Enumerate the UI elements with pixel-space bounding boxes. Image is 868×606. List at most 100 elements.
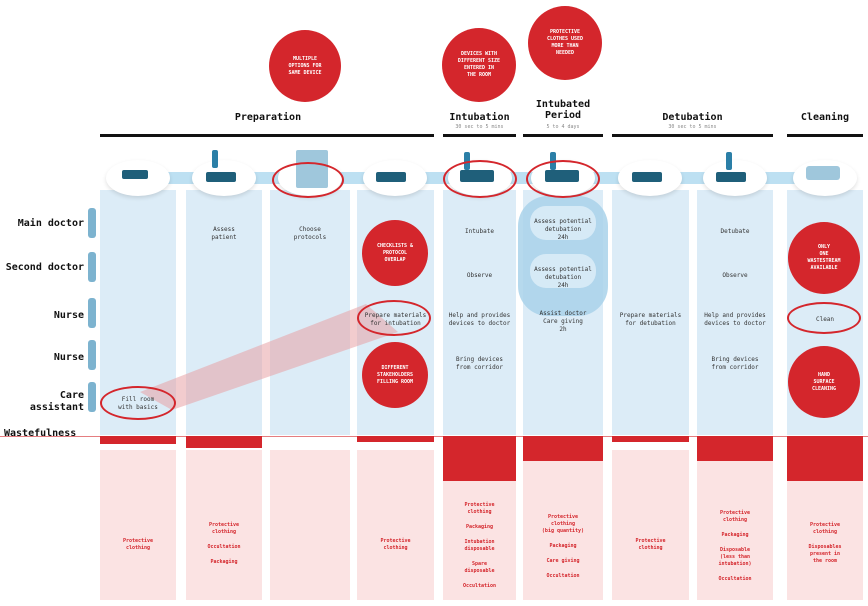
role-label: Second doctor bbox=[5, 262, 84, 273]
waste-column-bg bbox=[100, 450, 176, 600]
waste-bar-col5 bbox=[443, 436, 516, 481]
column-bg bbox=[270, 190, 350, 435]
task-prepare-materials-detubation: Prepare materials for detubation bbox=[619, 312, 682, 327]
task-choose-protocols: Choose protocols bbox=[293, 226, 327, 241]
task-assess-patient: Assess patient bbox=[211, 226, 237, 241]
column-bg bbox=[697, 190, 773, 435]
column-bg bbox=[443, 190, 516, 435]
phase-title-intubation: Intubation bbox=[449, 112, 510, 123]
waste-bar-col8 bbox=[697, 436, 773, 461]
waste-item: Protective clothing bbox=[380, 538, 411, 551]
waste-item: Intubation disposable bbox=[464, 539, 495, 552]
highlight-ring bbox=[272, 162, 344, 198]
duration-capsule-inner bbox=[530, 206, 596, 240]
role-label: Care assistant bbox=[29, 390, 84, 413]
waste-item: Protective clothing bbox=[208, 522, 240, 535]
waste-item: Care giving bbox=[546, 558, 580, 564]
issue-bubble-devices-size: DEVICES WITH DIFFERENT SIZE ENTERED IN T… bbox=[442, 28, 516, 102]
waste-list-col9: Protective clothing Disposables present … bbox=[787, 522, 863, 573]
waste-item: Packaging bbox=[210, 559, 238, 565]
task-help-devices-intubation: Help and provides devices to doctor bbox=[448, 312, 511, 327]
waste-item: Occultation bbox=[718, 576, 752, 582]
waste-item: Disposables present in the room bbox=[808, 544, 842, 564]
task-observe-detubation: Observe bbox=[722, 272, 748, 279]
task-assist-doctor: Assist doctor Care giving 2h bbox=[539, 310, 587, 333]
task-intubate: Intubate bbox=[465, 228, 494, 235]
waste-item: Protective clothing bbox=[635, 538, 666, 551]
highlight-ring bbox=[526, 160, 600, 198]
issue-bubble-multiple-options: MULTIPLE OPTIONS FOR SAME DEVICE bbox=[269, 30, 341, 102]
staff-figure-icon bbox=[88, 252, 96, 282]
task-observe-intubation: Observe bbox=[466, 272, 493, 279]
column-bg bbox=[612, 190, 689, 435]
waste-bar-col6 bbox=[523, 436, 603, 461]
duration-capsule-inner bbox=[530, 254, 596, 288]
waste-item: Occultation bbox=[462, 583, 497, 589]
task-detubate: Detubate bbox=[720, 228, 750, 235]
task-bring-devices-detubation: Bring devices from corridor bbox=[711, 356, 759, 371]
task-help-devices-detubation: Help and provides devices to doctor bbox=[704, 312, 766, 327]
highlight-ring bbox=[787, 302, 861, 334]
role-label: Nurse bbox=[53, 352, 84, 363]
phase-bar-cleaning bbox=[787, 134, 863, 137]
waste-item: Occultation bbox=[546, 573, 580, 579]
role-care-assistant: Care assistant bbox=[0, 390, 84, 414]
waste-list-col1: Protective clothing bbox=[100, 538, 176, 560]
waste-column-bg bbox=[357, 450, 434, 600]
waste-column-bg bbox=[523, 450, 603, 600]
waste-item: Protective clothing bbox=[719, 510, 751, 523]
highlight-ring bbox=[443, 160, 517, 198]
waste-bar-col7 bbox=[612, 436, 689, 442]
phase-subtitle-detubation: 30 sec to 5 mins bbox=[668, 124, 717, 130]
highlight-ring bbox=[100, 386, 176, 420]
role-nurse-2: Nurse bbox=[0, 352, 84, 364]
issue-bubble-hand-surface: HAND SURFACE CLEANING bbox=[788, 346, 860, 418]
waste-list-col6: Protective clothing (big quantity) Packa… bbox=[523, 514, 603, 588]
role-second-doctor: Second doctor bbox=[0, 262, 84, 274]
issue-bubble-protective-clothes: PROTECTIVE CLOTHES USED MORE THAN NEEDED bbox=[528, 6, 602, 80]
waste-item: Packaging bbox=[465, 524, 494, 530]
waste-list-col8: Protective clothing Packaging Disposable… bbox=[697, 510, 773, 591]
staff-figure-icon bbox=[88, 208, 96, 238]
phase-bar-preparation bbox=[100, 134, 434, 137]
waste-list-col2: Protective clothing Occultation Packagin… bbox=[186, 522, 262, 574]
role-nurse-1: Nurse bbox=[0, 310, 84, 322]
task-bring-devices-intubation: Bring devices from corridor bbox=[456, 356, 503, 371]
phase-bar-detubation bbox=[612, 134, 773, 137]
staff-figure-icon bbox=[88, 340, 96, 370]
waste-list-col4: Protective clothing bbox=[357, 538, 434, 560]
waste-list-col5: Protective clothing Packaging Intubation… bbox=[443, 502, 516, 598]
phase-bar-intubated-period bbox=[523, 134, 603, 137]
waste-item: Disposable (less than intubation) bbox=[718, 547, 752, 567]
issue-bubble-checklists: CHECKLISTS & PROTOCOL OVERLAP bbox=[362, 220, 428, 286]
waste-bar-col2 bbox=[186, 436, 262, 448]
waste-list-col7: Protective clothing bbox=[612, 538, 689, 560]
waste-column-bg bbox=[612, 450, 689, 600]
staff-figure-icon bbox=[88, 298, 96, 328]
issue-bubble-one-wastestream: ONLY ONE WASTESTREAM AVAILABLE bbox=[788, 222, 860, 294]
waste-column-bg bbox=[697, 450, 773, 600]
staff-figure-icon bbox=[88, 382, 96, 412]
role-main-doctor: Main doctor bbox=[0, 218, 84, 230]
highlight-ring bbox=[357, 300, 431, 336]
task-assess-detubation-1: Assess potential detubation 24h bbox=[534, 218, 592, 241]
role-label: Main doctor bbox=[17, 218, 84, 229]
waste-bar-col4 bbox=[357, 436, 434, 442]
phase-bar-intubation bbox=[443, 134, 516, 137]
waste-item: Packaging bbox=[721, 532, 749, 538]
waste-item: Protective clothing bbox=[809, 522, 841, 535]
role-label: Nurse bbox=[53, 310, 84, 321]
phase-title-detubation: Detubation bbox=[662, 112, 723, 123]
wastefulness-axis bbox=[0, 436, 868, 437]
waste-item: Protective clothing bbox=[464, 502, 495, 515]
phase-subtitle-intubated-period: 5 to 4 days bbox=[546, 124, 580, 130]
waste-column-bg bbox=[186, 450, 262, 600]
wastefulness-label: Wastefulness bbox=[4, 428, 77, 439]
waste-item: Protective clothing (big quantity) bbox=[541, 514, 585, 534]
phase-title-preparation: Preparation bbox=[234, 112, 302, 123]
waste-item: Spare disposable bbox=[464, 561, 495, 574]
phase-subtitle-intubation: 30 sec to 5 mins bbox=[455, 124, 504, 130]
phase-title-cleaning: Cleaning bbox=[800, 112, 850, 123]
waste-item: Occultation bbox=[207, 544, 241, 550]
